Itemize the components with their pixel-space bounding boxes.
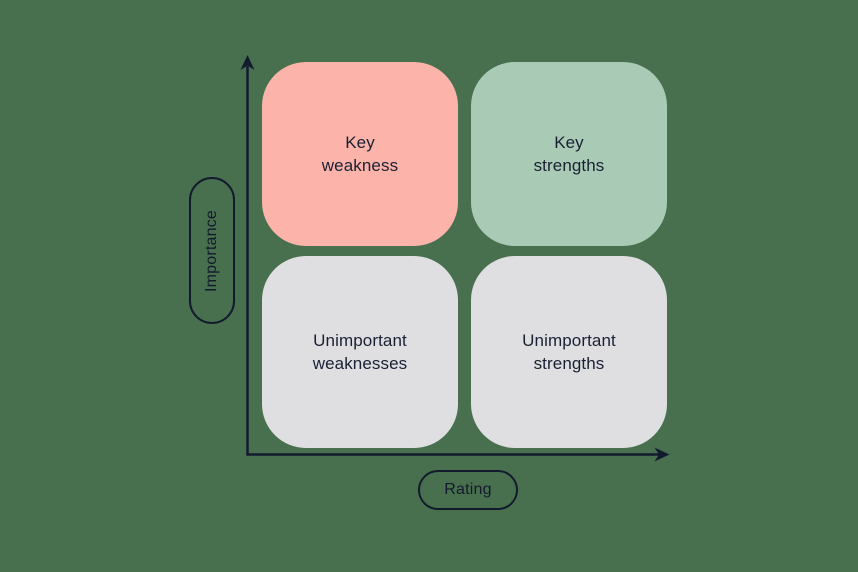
y-axis-arrow-icon xyxy=(240,55,255,70)
x-axis-arrow-icon xyxy=(654,447,670,462)
quadrant-label: Unimportant weaknesses xyxy=(312,331,408,373)
x-axis-label: Rating xyxy=(444,481,492,498)
y-axis-label-pill: Importance xyxy=(189,177,235,324)
quadrant-label: Unimportant strengths xyxy=(522,331,616,373)
quadrant-unimportant-strengths: Unimportant strengths xyxy=(471,256,667,448)
quadrant-key-weakness: Key weakness xyxy=(262,62,458,246)
x-axis-label-pill: Rating xyxy=(418,470,518,510)
quadrant-unimportant-weaknesses: Unimportant weaknesses xyxy=(262,256,458,448)
y-axis-label: Importance xyxy=(203,209,221,292)
quadrant-label: Key strengths xyxy=(533,133,605,175)
quadrant-label: Key weakness xyxy=(321,133,399,175)
quadrant-key-strengths: Key strengths xyxy=(471,62,667,246)
